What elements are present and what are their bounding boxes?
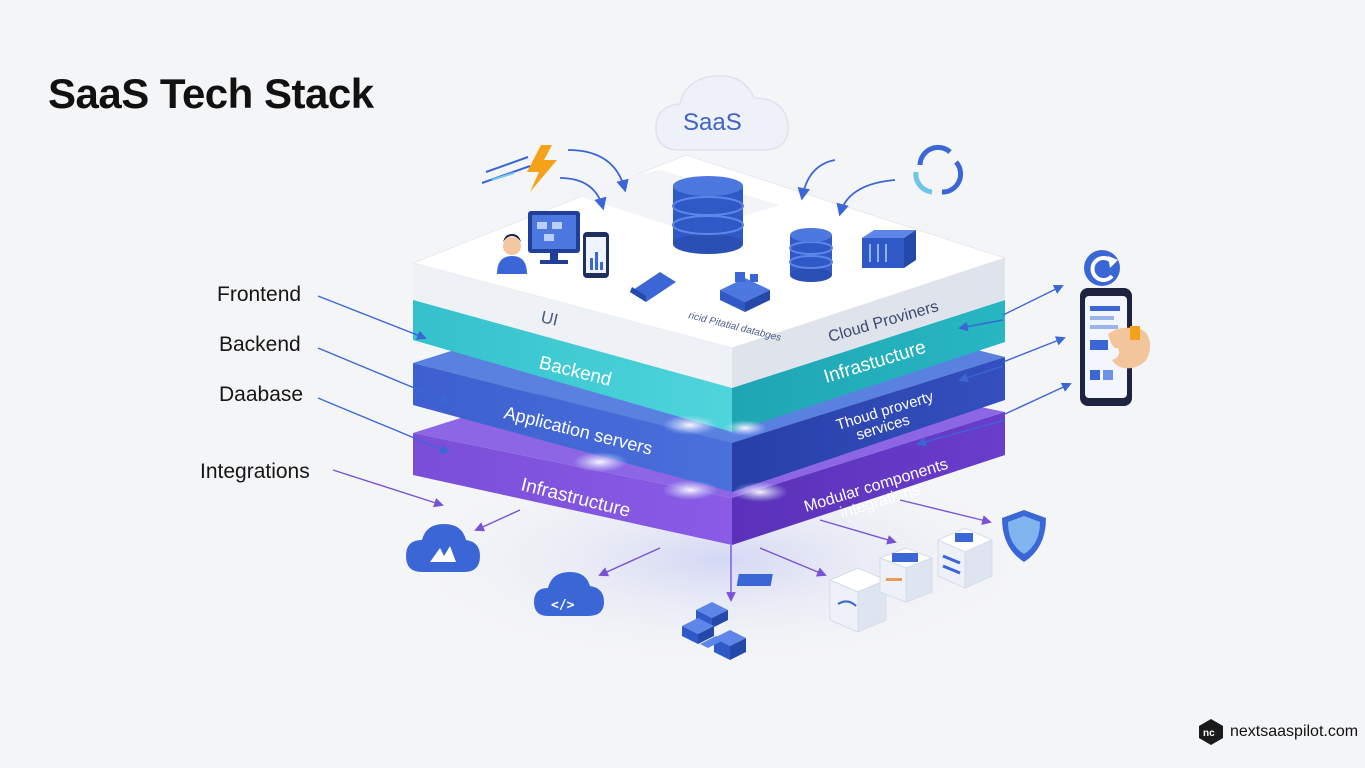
brand-logo[interactable]: nc nextsaaspilot.com bbox=[1198, 718, 1358, 746]
bottom-arrow bbox=[819, 519, 897, 545]
side-arrow bbox=[958, 319, 1004, 332]
bottom-arrow bbox=[899, 499, 992, 525]
sync-icon bbox=[913, 144, 964, 195]
cloud-icon bbox=[406, 524, 480, 572]
user-icon bbox=[497, 234, 527, 274]
server-icon bbox=[862, 230, 916, 268]
database-icon bbox=[789, 228, 833, 282]
label-integrations: Integrations bbox=[200, 460, 310, 483]
bottom-arrow bbox=[759, 547, 827, 577]
phone-icon bbox=[583, 232, 609, 278]
flow-arrow bbox=[559, 177, 607, 211]
flow-arrow bbox=[836, 179, 896, 217]
module-box-icon bbox=[878, 547, 934, 603]
label-arrow bbox=[317, 397, 450, 454]
brand-hexagon-icon: nc bbox=[1199, 719, 1223, 745]
monitor-icon bbox=[528, 211, 580, 264]
blocks-icon bbox=[682, 602, 746, 660]
flow-arrow bbox=[797, 159, 836, 201]
glow bbox=[662, 480, 718, 500]
shield-icon bbox=[1002, 510, 1046, 562]
glow bbox=[572, 452, 628, 472]
saas-cloud-label: SaaS bbox=[683, 109, 742, 136]
flow-arrow bbox=[567, 149, 629, 193]
cube-icon bbox=[720, 272, 770, 312]
label-arrow bbox=[317, 347, 450, 404]
lightning-icon bbox=[481, 145, 557, 192]
side-arrow bbox=[1002, 285, 1064, 316]
page-title: SaaS Tech Stack bbox=[48, 70, 374, 117]
connector-icon bbox=[630, 272, 676, 302]
svg-text:nc: nc bbox=[1203, 728, 1215, 739]
module-box-icon bbox=[936, 527, 994, 589]
glow bbox=[732, 482, 788, 502]
refresh-icon bbox=[1084, 250, 1120, 286]
svg-text:</>: </> bbox=[551, 598, 575, 613]
side-arrow bbox=[958, 365, 1004, 383]
label-backend: Backend bbox=[219, 333, 301, 356]
mobile-app-icon bbox=[1080, 288, 1150, 406]
layer-label-ui: UI bbox=[539, 307, 560, 329]
brand-text: nextsaaspilot.com bbox=[1230, 723, 1359, 740]
saas-cloud-icon: SaaS bbox=[655, 75, 789, 151]
side-arrow bbox=[1004, 382, 1072, 415]
label-arrow bbox=[332, 469, 444, 508]
label-arrow bbox=[317, 295, 427, 340]
glow bbox=[662, 415, 718, 435]
bottom-arrow bbox=[474, 509, 521, 532]
code-cloud-icon: </> bbox=[534, 572, 604, 616]
label-database: Daabase bbox=[219, 383, 304, 406]
side-arrow bbox=[1002, 336, 1066, 363]
side-arrow bbox=[916, 419, 1006, 447]
bottom-arrow bbox=[598, 547, 661, 577]
database-icon bbox=[672, 176, 744, 254]
glow bbox=[723, 420, 767, 436]
label-frontend: Frontend bbox=[217, 283, 302, 306]
